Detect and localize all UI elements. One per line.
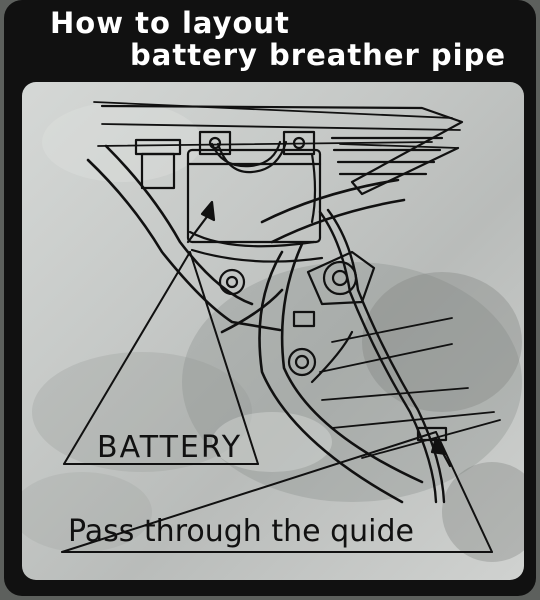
guide-callout-triangle: [61, 431, 493, 553]
title-line-2: battery breather pipe: [130, 38, 507, 72]
title-line-1: How to layout: [50, 6, 290, 40]
fuel-tank-outline: [100, 104, 464, 196]
pipe-guide: [416, 426, 452, 468]
battery-label: BATTERY: [97, 430, 243, 465]
guide-caption: Pass through the quide: [68, 514, 414, 549]
breather-arrow: [186, 200, 216, 244]
leader-lines-upper: [93, 101, 461, 149]
diagram-panel: BATTERY Pass through the quide: [22, 82, 524, 580]
breather-pipe-diagram: [61, 101, 501, 553]
tarnish-texture: [22, 102, 524, 562]
label-plate: How to layout battery breather pipe: [4, 0, 536, 596]
breather-pipe: [318, 208, 446, 504]
battery-callout-triangle: [63, 251, 259, 465]
frame-tubes: [86, 144, 424, 504]
battery-box: [134, 130, 324, 263]
leader-lines-right: [319, 317, 501, 459]
lower-mechanism: [218, 250, 376, 384]
